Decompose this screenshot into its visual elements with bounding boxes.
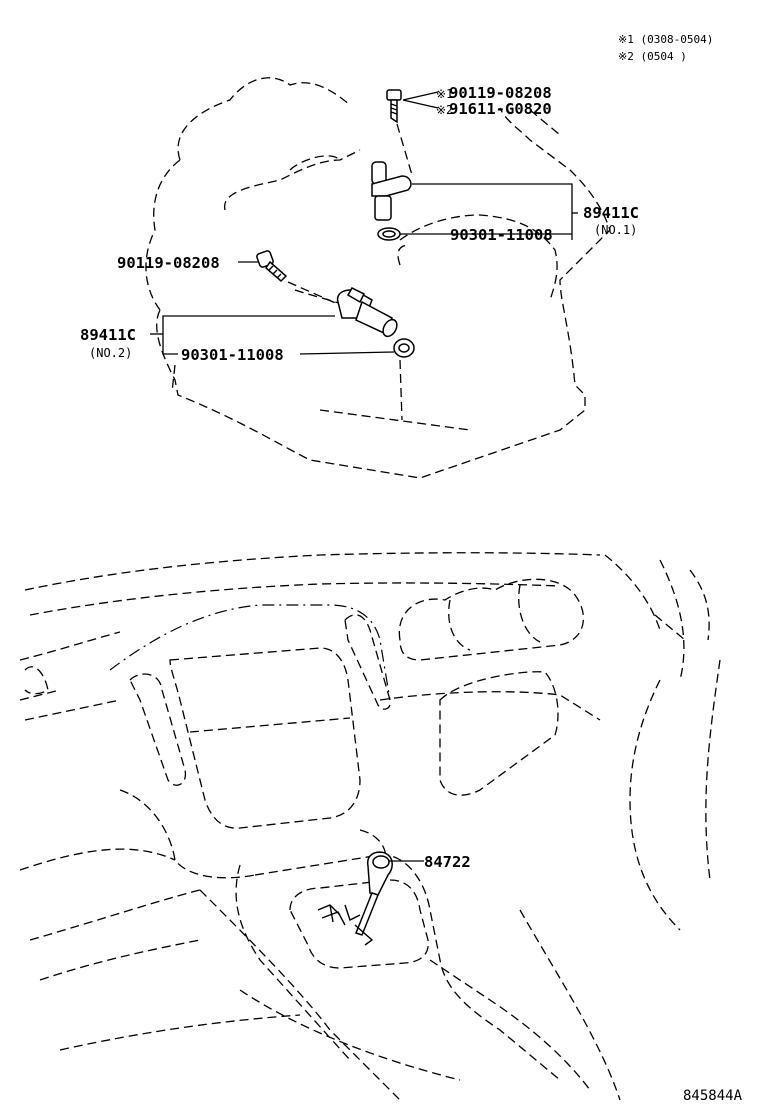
speed-sensor-no1-icon bbox=[371, 161, 412, 241]
legend-note-2: ※2 (0504 ) bbox=[618, 50, 687, 63]
part-label-sensor-no1[interactable]: 89411C bbox=[583, 204, 639, 222]
sensor-no1-sub: (NO.1) bbox=[594, 223, 637, 237]
figure-id: 845844A bbox=[683, 1088, 743, 1104]
bolt-top-1-mark: ※1 bbox=[436, 87, 453, 101]
part-label-oring-no2[interactable]: 90301-11008 bbox=[181, 346, 284, 364]
bolt-left-icon bbox=[256, 250, 341, 306]
part-label-oring-no1[interactable]: 90301-11008 bbox=[450, 226, 553, 244]
dashboard-outline bbox=[19, 552, 721, 1101]
legend-note-1: ※1 (0308-0504) bbox=[618, 33, 713, 46]
sensor-no2-sub: (NO.2) bbox=[89, 346, 132, 360]
bolt-top-icon bbox=[386, 89, 413, 176]
part-label-bolt-top-1[interactable]: 90119-08208 bbox=[449, 84, 552, 102]
bolt-top-2-mark: ※2 bbox=[436, 103, 453, 117]
leader-lines-top bbox=[150, 91, 578, 355]
speed-sensor-no2-icon bbox=[336, 287, 415, 358]
shift-lever-icon bbox=[317, 851, 393, 946]
part-label-bolt-top-2[interactable]: 91611-G0820 bbox=[449, 100, 552, 118]
part-label-shift-knob[interactable]: 84722 bbox=[424, 853, 471, 871]
part-label-sensor-no2[interactable]: 89411C bbox=[80, 326, 136, 344]
part-label-bolt-left[interactable]: 90119-08208 bbox=[117, 254, 220, 272]
transmission-outline bbox=[145, 77, 611, 479]
